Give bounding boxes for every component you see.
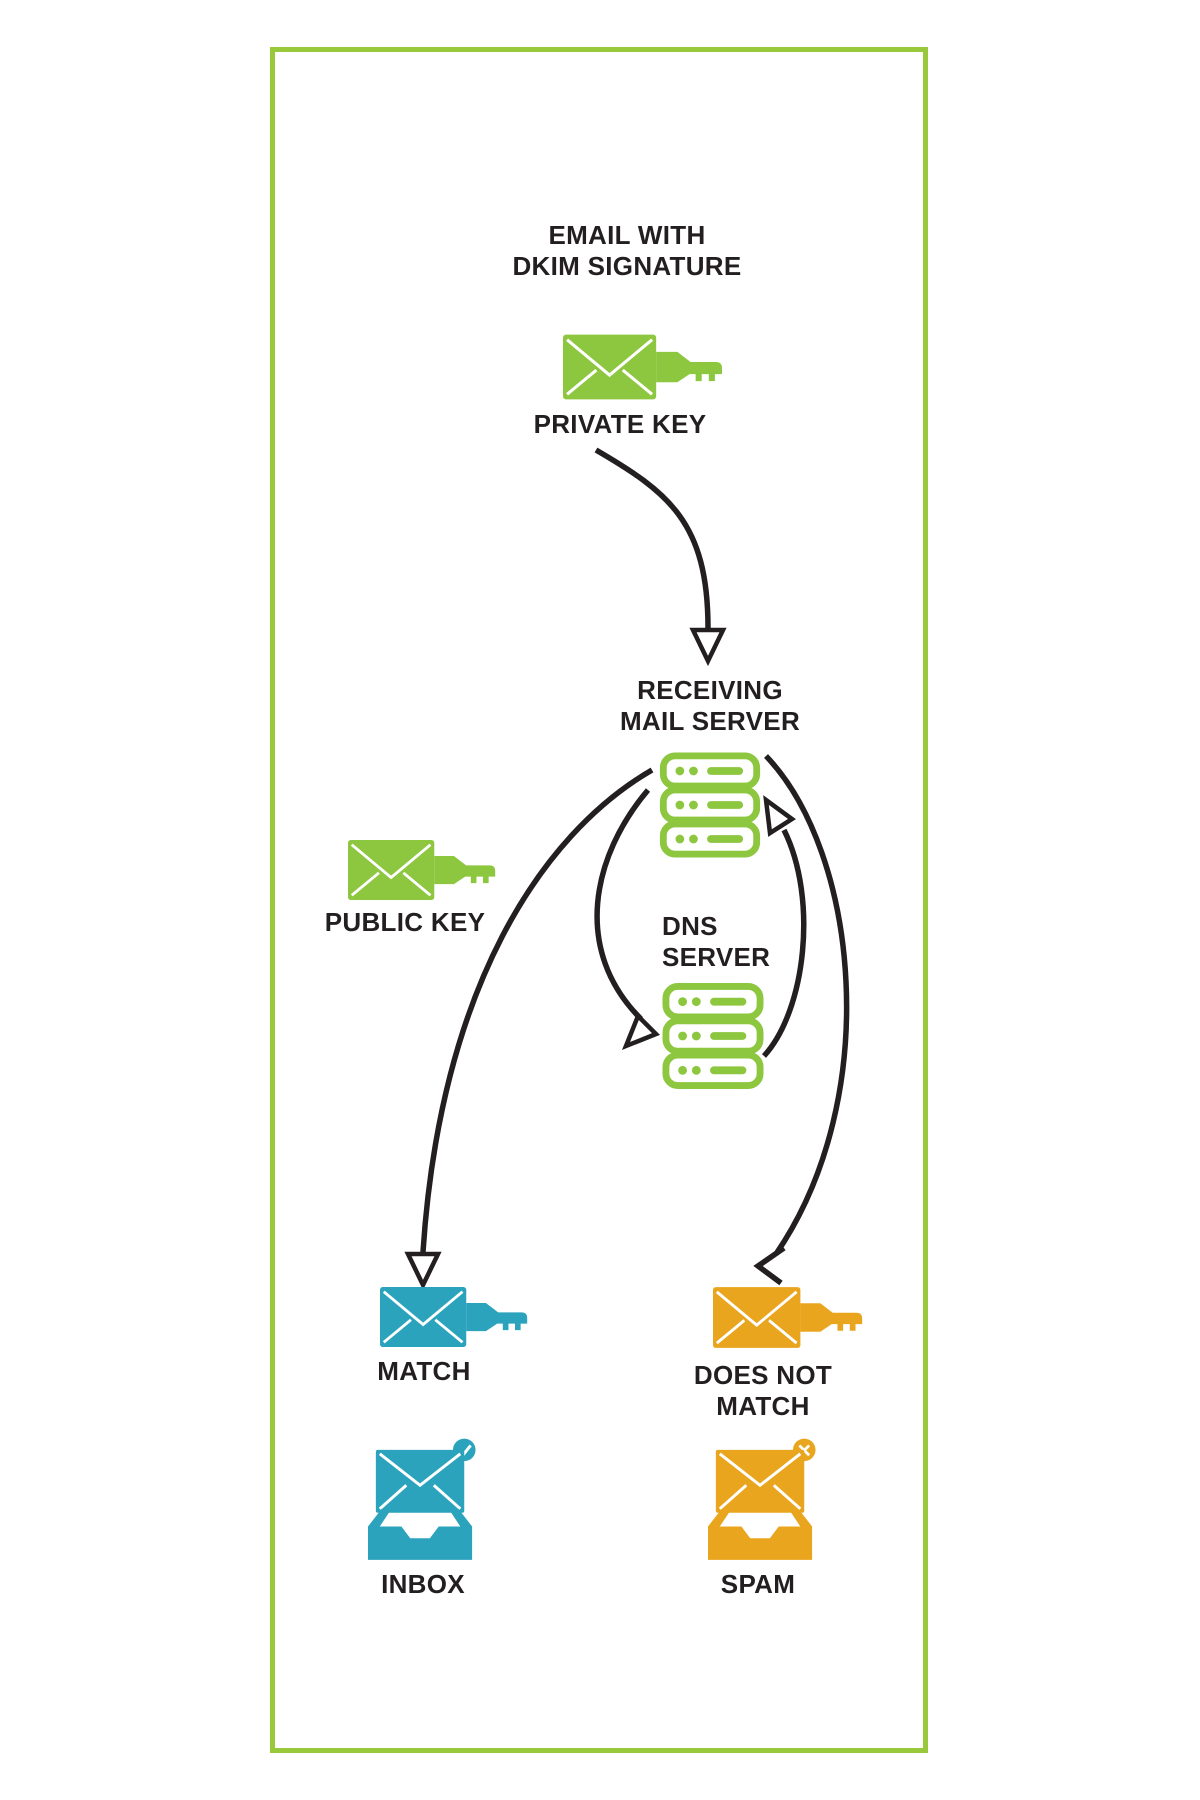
email-label-line1: EMAIL WITH xyxy=(548,220,706,250)
receiving-label-line2: MAIL SERVER xyxy=(619,706,801,736)
private-key-label: PRIVATE KEY xyxy=(533,409,707,439)
receiving-mail-server-icon xyxy=(658,752,762,858)
dns-server-icon xyxy=(662,982,764,1090)
inbox-label: INBOX xyxy=(381,1569,465,1599)
does-not-match-line1: DOES NOT xyxy=(693,1360,833,1390)
match-envelope-key-icon xyxy=(380,1286,530,1348)
does-not-match-label: DOES NOT MATCH xyxy=(694,1360,832,1422)
inbox-tray-check-icon xyxy=(368,1436,478,1560)
receiving-label-line1: RECEIVING xyxy=(637,675,783,705)
match-label: MATCH xyxy=(377,1356,471,1386)
receiving-mail-server-label: RECEIVING MAIL SERVER xyxy=(620,675,800,737)
diagram-border-frame xyxy=(270,47,928,1753)
does-not-match-line2: MATCH xyxy=(716,1391,810,1421)
dns-label-line1: DNS xyxy=(662,911,718,941)
dns-server-label: DNS SERVER xyxy=(662,911,770,973)
public-key-envelope-key-icon xyxy=(348,839,498,901)
email-with-dkim-label: EMAIL WITH DKIM SIGNATURE xyxy=(512,220,741,282)
email-label-line2: DKIM SIGNATURE xyxy=(512,251,742,281)
dns-label-line2: SERVER xyxy=(662,942,771,972)
public-key-label: PUBLIC KEY xyxy=(324,907,486,937)
private-key-envelope-key-icon xyxy=(563,334,725,400)
spam-label: SPAM xyxy=(720,1569,796,1599)
spam-tray-cross-icon xyxy=(708,1436,818,1560)
does-not-match-envelope-key-icon xyxy=(713,1286,865,1349)
